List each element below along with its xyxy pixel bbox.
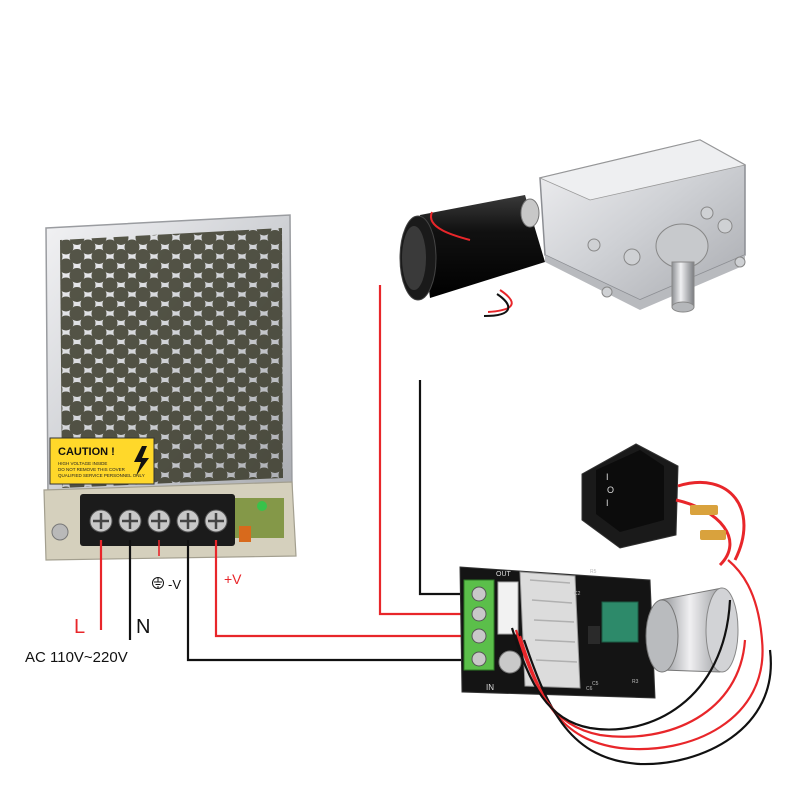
svg-text:R3: R3 xyxy=(632,679,639,685)
label-in: IN xyxy=(486,683,494,692)
svg-text:C2: C2 xyxy=(574,591,581,597)
terminal-screw[interactable] xyxy=(471,586,487,602)
wiring-labels: L N AC 110V~220V -V +V xyxy=(25,571,242,666)
label-ac: AC 110V~220V xyxy=(25,649,128,666)
worm-gear-motor xyxy=(399,139,747,317)
wire-plus-v xyxy=(214,540,474,638)
terminal-screw[interactable] xyxy=(89,509,113,533)
pwm-speed-controller: OUT IN R5 C2 C6 C5 R3 xyxy=(459,559,772,766)
svg-text:HIGH VOLTAGE INSIDE: HIGH VOLTAGE INSIDE xyxy=(58,461,107,466)
led-indicator xyxy=(257,501,267,511)
terminal-screw[interactable] xyxy=(118,509,142,533)
label-minus-v: -V xyxy=(168,577,181,592)
high-voltage-icon xyxy=(134,446,149,476)
wire-motor-black xyxy=(418,380,474,596)
label-l: L xyxy=(74,616,85,638)
ground-icon xyxy=(152,577,164,589)
terminal-screw[interactable] xyxy=(147,509,171,533)
terminal-screw[interactable] xyxy=(204,509,228,533)
svg-text:DO NOT REMOVE THIS COVER: DO NOT REMOVE THIS COVER xyxy=(58,467,126,472)
terminal-screw[interactable] xyxy=(471,606,487,622)
terminal-block xyxy=(80,494,235,546)
svg-text:C5: C5 xyxy=(592,681,599,687)
speed-knob[interactable] xyxy=(645,587,739,673)
trimmer-pot[interactable] xyxy=(239,526,251,542)
caution-label: CAUTION ! HIGH VOLTAGE INSIDE DO NOT REM… xyxy=(49,437,155,485)
svg-text:I: I xyxy=(606,498,609,508)
power-supply: CAUTION ! HIGH VOLTAGE INSIDE DO NOT REM… xyxy=(43,214,297,561)
svg-text:C6: C6 xyxy=(586,686,593,692)
wire-motor-red xyxy=(378,285,474,616)
terminal-screw[interactable] xyxy=(471,628,487,644)
switch-on-symbol: I xyxy=(606,472,609,482)
svg-text:R5: R5 xyxy=(590,569,597,575)
rocker-switch[interactable]: I O I xyxy=(581,443,746,567)
wiring xyxy=(99,285,474,662)
label-n: N xyxy=(136,616,150,638)
terminal-screw[interactable] xyxy=(471,651,487,667)
svg-text:QUALIFIED SERVICE PERSONNEL ON: QUALIFIED SERVICE PERSONNEL ONLY xyxy=(58,473,145,478)
svg-text:CAUTION !: CAUTION ! xyxy=(58,446,115,458)
potentiometer-body xyxy=(601,601,639,643)
wire-minus-v xyxy=(186,540,474,662)
label-out: OUT xyxy=(496,571,512,578)
controller-terminal xyxy=(463,579,495,671)
terminal-screw[interactable] xyxy=(176,509,200,533)
switch-off-symbol: O xyxy=(607,485,614,495)
label-plus-v: +V xyxy=(224,571,242,587)
